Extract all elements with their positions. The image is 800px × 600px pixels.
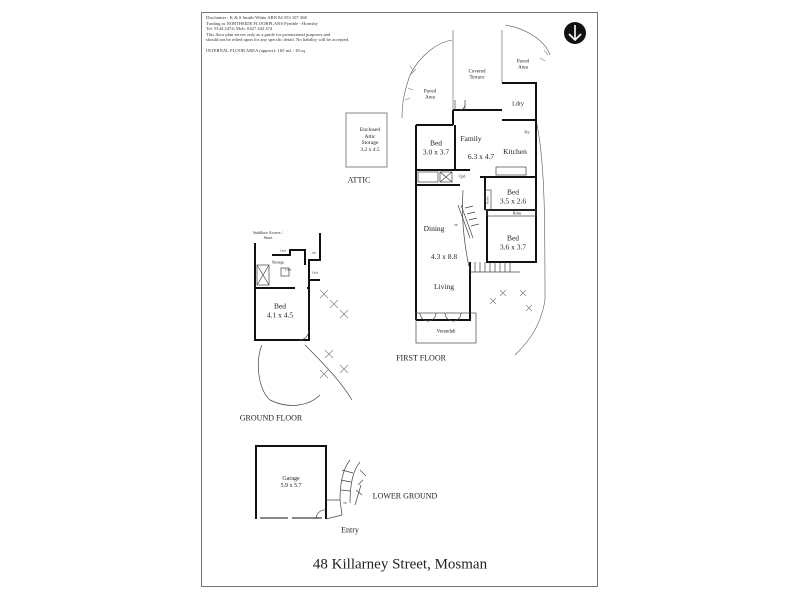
covered-terrace-label: Covered Terrace: [468, 69, 486, 81]
disclaimer-line: Trading as NORTHSIDE FLOORPLANS Pymble -…: [206, 20, 318, 26]
attic-storage-label: Enclosed Attic Storage 3.2 x 4.5: [356, 127, 384, 153]
dining-label: Dining: [423, 223, 445, 233]
kitchen-label: Kitchen: [503, 146, 527, 156]
disclaimer-block: Disclaimer : K & S Smith-White ABN 84 55…: [206, 15, 349, 54]
ground-cupboard2-label: Cpd: [312, 270, 318, 275]
garage-walls: [255, 445, 327, 519]
ground-ldry-label: Ldry: [284, 267, 292, 272]
foliage-decoration: [319, 49, 549, 379]
paved-area-right-label: Paved Area: [516, 59, 530, 71]
pantry-label: Pty: [524, 129, 530, 135]
verandah-label: Verandah: [436, 329, 456, 335]
subfloor-label: Subfloor Access / Store: [253, 230, 283, 240]
cupboard-label: Cpd: [458, 173, 466, 179]
laundry-label: Ldry: [512, 101, 524, 108]
entry-label: Entry: [341, 525, 359, 535]
compass-north-arrow-icon: [564, 22, 586, 44]
property-address-title: 48 Killarney Street, Mosman: [312, 556, 488, 573]
room-name: Bed: [429, 138, 443, 148]
dining-living-size: 4.3 x 8.8: [430, 251, 458, 261]
room-name: Garage: [282, 476, 300, 482]
ground-floor-label: GROUND FLOOR: [239, 413, 303, 423]
room-name: Bed: [273, 301, 287, 311]
bed1-label: Bed 3.0 x 3.7: [422, 138, 450, 157]
ground-cupboard1-label: Cpd: [280, 248, 286, 253]
lower-ground-details: [260, 459, 367, 520]
ground-floor-details: [256, 264, 353, 406]
room-size: 4.1 x 4.5: [266, 310, 294, 319]
disclaimer-line: should not be relied upon for any specif…: [206, 37, 350, 43]
stair-up-label: up: [454, 222, 458, 227]
room-name: Bed: [506, 187, 520, 197]
first-floor-details: [415, 100, 537, 344]
floor-area: INTERNAL FLOOR AREA (approx): 165 m2 : 1…: [206, 47, 305, 53]
family-label: Family: [460, 133, 482, 143]
robe1-label: Robe: [485, 196, 490, 204]
room-size: 3.5 x 2.6: [499, 196, 527, 205]
lower-stair-up-label: up: [343, 500, 347, 505]
living-label: Living: [434, 281, 454, 291]
disclaimer-line: Disclaimer : K & S Smith-White ABN 84 55…: [206, 15, 307, 20]
first-floor-label: FIRST FLOOR: [396, 353, 446, 363]
garage-label: Garage 5.9 x 5.7: [281, 476, 302, 490]
disclaimer-line: This floor plan serves only as a guide f…: [206, 31, 331, 37]
room-size: 3.6 x 3.7: [499, 242, 527, 251]
bed2-label: Bed 3.5 x 2.6: [499, 187, 527, 206]
page-frame: [201, 12, 598, 587]
robe2-label: Robe: [512, 210, 522, 216]
attic-storage-size: 3.2 x 4.5: [360, 146, 380, 153]
ground-floor-walls: [254, 233, 321, 341]
attic-label: ATTIC: [347, 175, 371, 185]
disclaimer-line: Tel. 9144 2474; Mob. 0427 442 474: [206, 26, 273, 32]
bed3-label: Bed 3.6 x 3.7: [499, 233, 527, 252]
room-name: Bed: [506, 233, 520, 243]
ground-stair-up-label: up: [312, 250, 316, 255]
room-size: 3.0 x 3.7: [422, 147, 450, 156]
paved-area-left-label: Paved Area: [423, 89, 437, 101]
family-size: 6.3 x 4.7: [467, 151, 495, 161]
attic-storage-outline: [345, 112, 388, 168]
lower-ground-label: LOWER GROUND: [372, 491, 438, 501]
ground-bed-label: Bed 4.1 x 4.5: [266, 301, 294, 320]
storage-label: Storage: [271, 259, 285, 265]
room-size: 5.9 x 5.7: [280, 483, 302, 489]
attic-storage-name: Enclosed Attic Storage: [359, 127, 381, 146]
